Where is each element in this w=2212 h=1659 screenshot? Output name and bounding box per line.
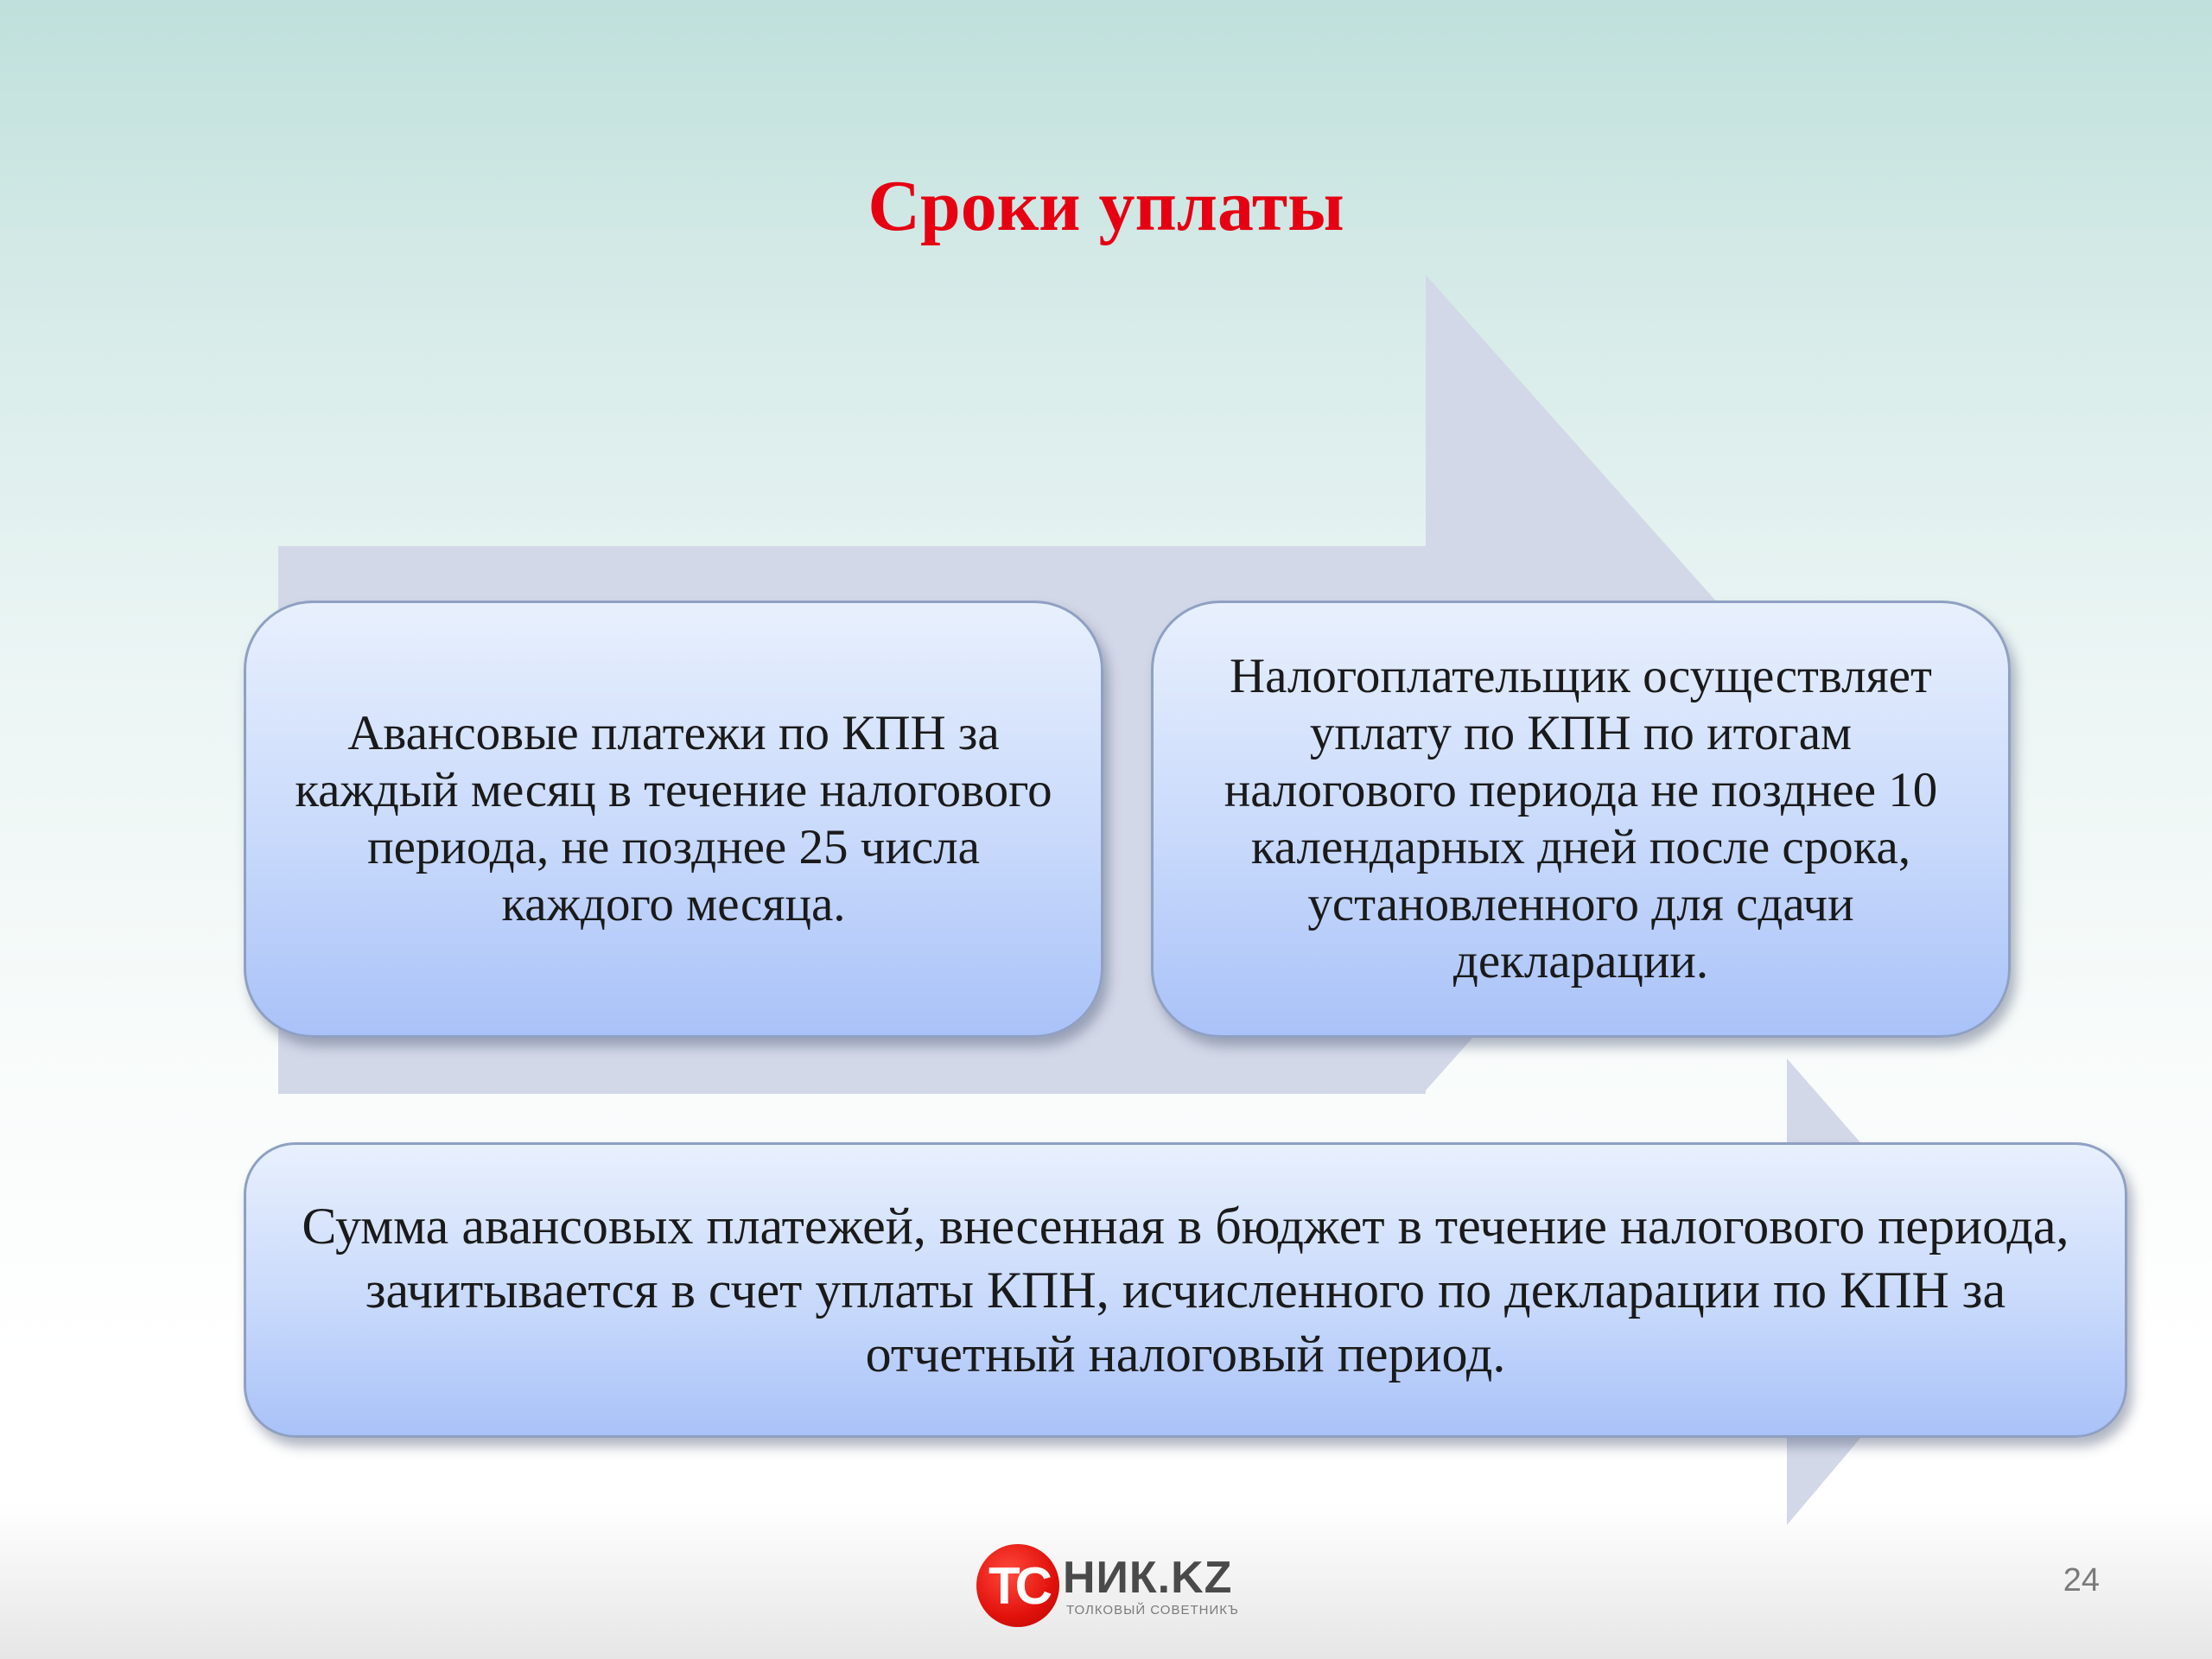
logo-tagline: ТОЛКОВЫЙ СОВЕТНИКЪ	[1066, 1602, 1239, 1618]
company-logo: ТС НИК.KZ ТОЛКОВЫЙ СОВЕТНИКЪ	[976, 1542, 1239, 1629]
logo-name: НИК.KZ	[1063, 1552, 1233, 1603]
logo-mark-icon: ТС	[976, 1544, 1059, 1627]
card-final-payment: Налогоплательщик осуществляет уплату по …	[1151, 601, 2011, 1038]
card-text: Налогоплательщик осуществляет уплату по …	[1224, 649, 1938, 988]
card-text: Авансовые платежи по КПН за каждый месяц…	[295, 706, 1052, 931]
card-advance-payments: Авансовые платежи по КПН за каждый месяц…	[244, 601, 1103, 1038]
page-number: 24	[2063, 1562, 2100, 1599]
logo-text: НИК.KZ ТОЛКОВЫЙ СОВЕТНИКЪ	[1063, 1555, 1239, 1617]
bottom-fade	[0, 1503, 2212, 1659]
slide-title: Сроки уплаты	[868, 166, 1344, 246]
card-text: Сумма авансовых платежей, внесенная в бю…	[302, 1198, 2069, 1382]
card-offset-note: Сумма авансовых платежей, внесенная в бю…	[244, 1142, 2127, 1438]
